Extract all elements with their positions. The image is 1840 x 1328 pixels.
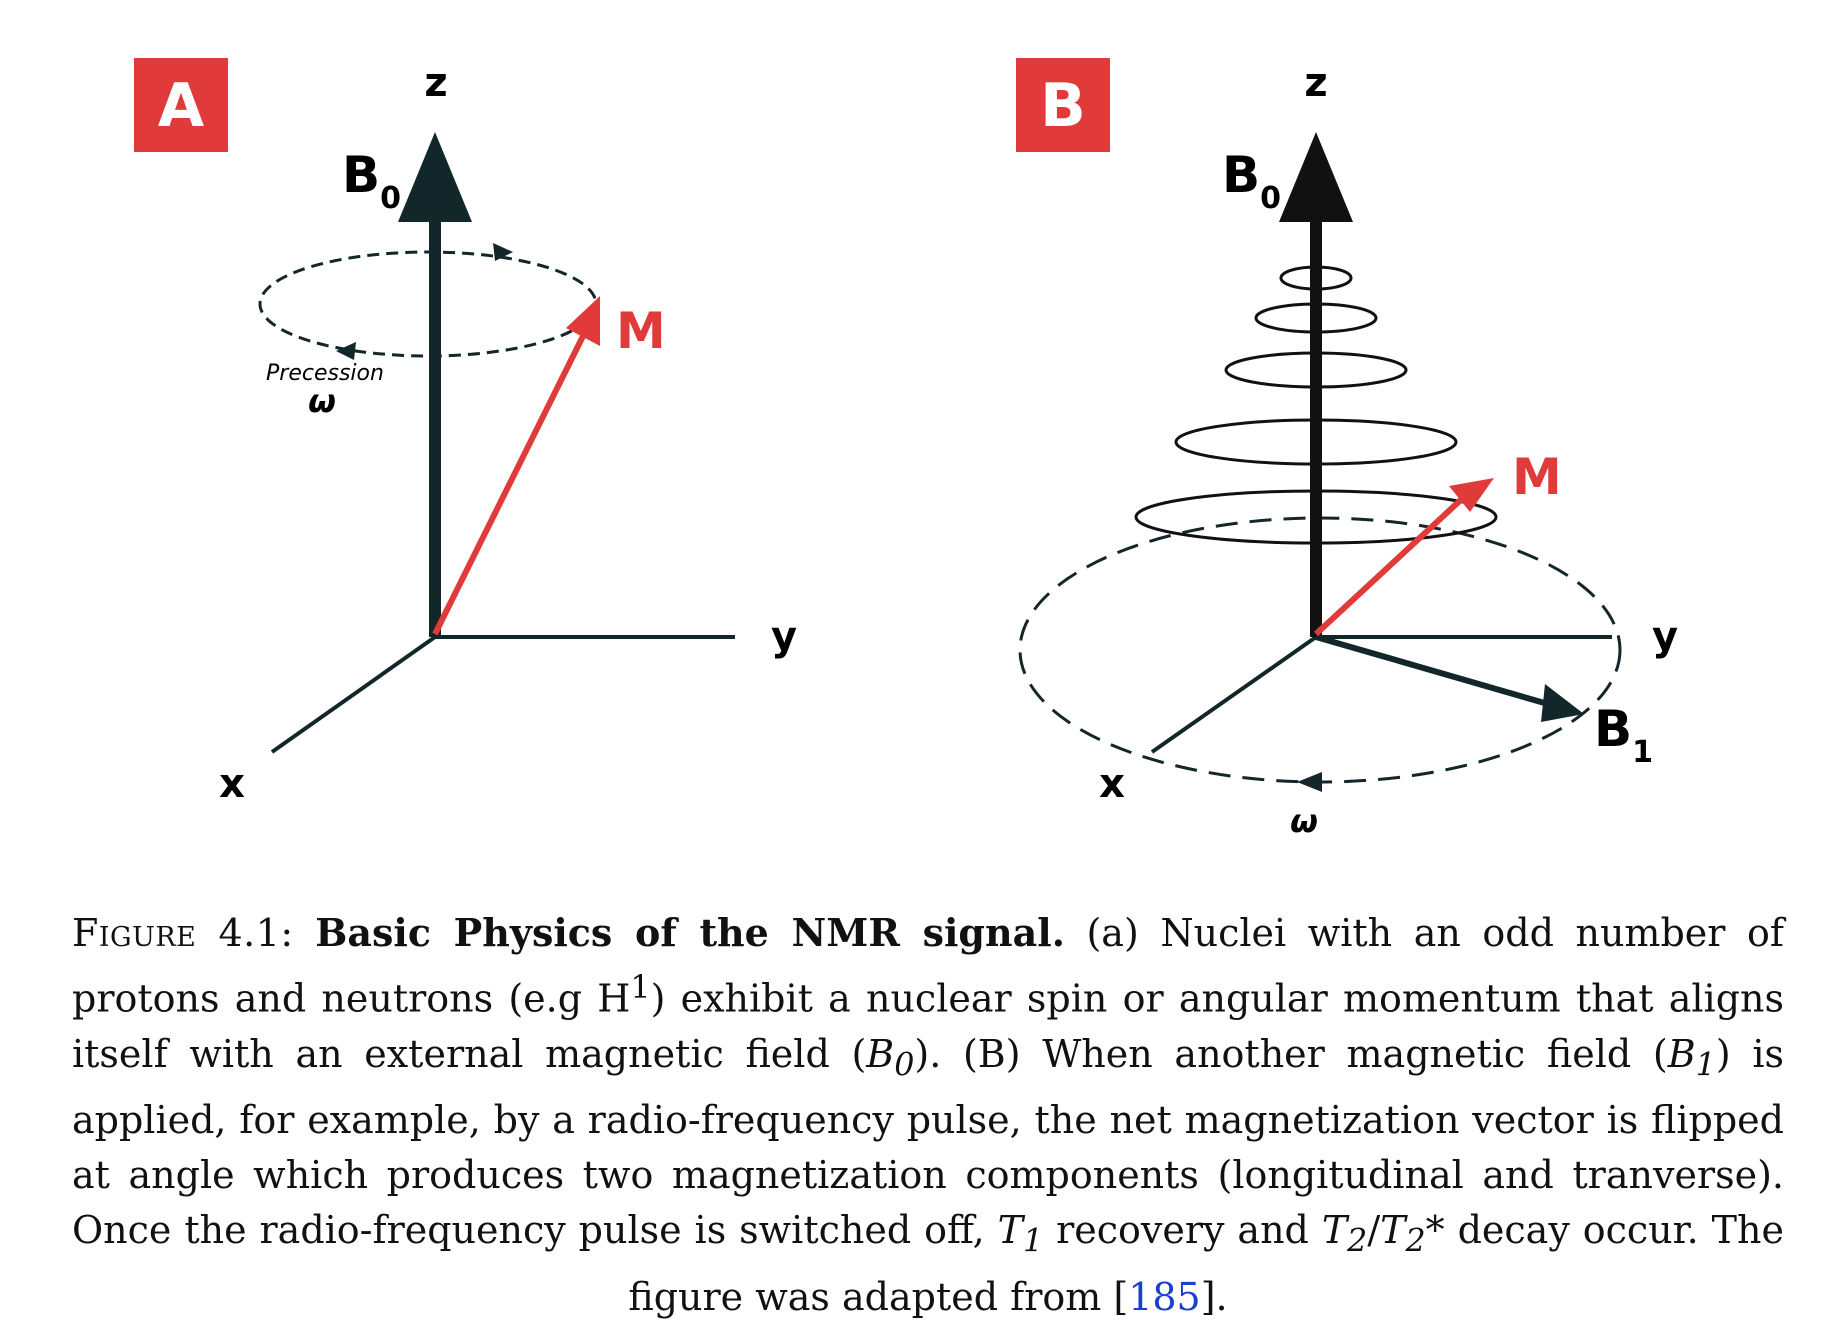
panel-a-omega-label: ω: [308, 382, 336, 420]
panel-a-axis-z-label: z: [424, 60, 447, 106]
caption-part-2: ) exhibit a nuclear spin or angular mome…: [72, 976, 1784, 1076]
caption-t2-base: T: [1321, 1208, 1348, 1253]
panel-b-b1-vector: [1315, 634, 1549, 707]
caption-part-3: ). (B) When another magnetic field (: [914, 1031, 1668, 1076]
panel-a-m-vector: [432, 320, 593, 636]
panel-b-m-arrowhead: [1449, 478, 1494, 512]
caption-t2: T2: [1321, 1208, 1368, 1260]
panel-b-b0-label: B0: [1222, 146, 1281, 216]
caption-title: Basic Physics of the NMR signal.: [315, 910, 1065, 955]
panel-b-axis-y-label: y: [1652, 614, 1678, 660]
panel-a-axis-y-label: y: [771, 614, 797, 660]
caption-sup-1: 1: [630, 970, 651, 1006]
panel-a-badge: [134, 58, 228, 152]
caption-figure-label: Figure 4.1:: [72, 911, 294, 955]
caption-b0: B0: [866, 1031, 914, 1084]
panel-b-b1-label: B1: [1594, 700, 1653, 770]
caption-b0-base: B: [866, 1031, 895, 1076]
panel-b-badge: [1016, 58, 1110, 152]
panel-a-precession-arrow-top: [493, 243, 513, 261]
caption-b0-sub: 0: [894, 1047, 915, 1084]
panel-b: B z y x B0 M B1 ω: [1016, 58, 1678, 840]
caption-part-6: * decay occur. The figure was adapted fr…: [628, 1208, 1784, 1319]
caption-citation-link[interactable]: 185: [1128, 1274, 1201, 1319]
caption-t2-star-base: T: [1380, 1208, 1406, 1253]
panel-b-b1-base: B: [1594, 700, 1632, 758]
caption-t1-sub: 1: [1022, 1223, 1044, 1260]
panel-b-axis-x-label: x: [1099, 761, 1125, 807]
panel-b-m-vector: [1313, 493, 1468, 637]
caption-t1-base: T: [997, 1208, 1023, 1253]
panel-b-b1-sub: 1: [1632, 735, 1653, 770]
panel-a-b0-sub: 0: [380, 181, 401, 216]
caption-part-4: ) is applied, for example, by a radio-fr…: [72, 1031, 1784, 1253]
panel-b-b0-sub: 0: [1260, 181, 1281, 216]
panel-b-b1-arrowhead: [1541, 684, 1584, 722]
panel-a-x-axis: [270, 635, 437, 754]
panel-a-precession-arrow-bottom: [336, 342, 356, 360]
panel-a-precession-label: Precession: [266, 361, 384, 386]
caption-part-7: ].: [1200, 1274, 1228, 1319]
caption-b1-base: B: [1667, 1031, 1696, 1076]
caption-b1-sub: 1: [1695, 1047, 1716, 1084]
panel-b-m-label: M: [1512, 448, 1562, 506]
panel-a-precession-path: [258, 250, 598, 358]
panel-b-precession-arrow: [1297, 772, 1322, 792]
caption-part-1: (a) Nuclei with an odd number of protons…: [72, 911, 1784, 1021]
panel-b-omega-label: ω: [1290, 802, 1318, 840]
panel-a: A z y x B0 M Precession ω: [134, 58, 797, 807]
caption-t2-star-sub: 2: [1405, 1223, 1426, 1260]
panel-b-b0-base: B: [1222, 146, 1260, 204]
panel-b-x-axis: [1150, 635, 1318, 754]
caption-t2-star: T2: [1380, 1208, 1426, 1260]
panel-b-axis-z-label: z: [1304, 60, 1327, 106]
panel-a-label: A: [158, 71, 205, 141]
panel-a-m-arrowhead: [566, 296, 600, 346]
panel-a-b0-label: B0: [342, 146, 401, 216]
caption-slash: /: [1367, 1208, 1381, 1253]
panel-b-z-arrowhead: [1279, 132, 1353, 222]
figure-caption: Figure 4.1: Basic Physics of the NMR sig…: [72, 905, 1784, 1325]
panel-a-z-arrowhead: [398, 132, 472, 222]
caption-t2-sub: 2: [1347, 1223, 1368, 1260]
panel-a-m-label: M: [616, 302, 666, 360]
caption-b1: B1: [1667, 1031, 1716, 1084]
panel-a-axis-x-label: x: [219, 761, 245, 807]
caption-part-5: recovery and: [1056, 1208, 1309, 1253]
panel-b-label: B: [1040, 71, 1086, 141]
panel-a-b0-base: B: [342, 146, 380, 204]
caption-t1: T1: [997, 1208, 1044, 1260]
nmr-figure: A z y x B0 M Precession ω B: [134, 58, 1678, 840]
